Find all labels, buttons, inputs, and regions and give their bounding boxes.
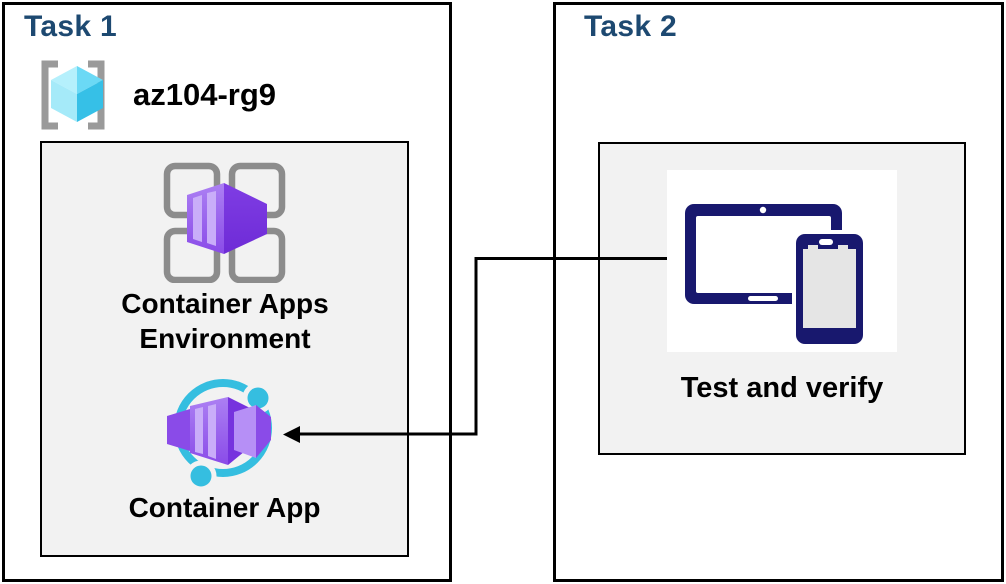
tablet-phone-icon	[685, 204, 867, 348]
test-and-verify-label: Test and verify	[680, 372, 884, 404]
container-app-label: Container App	[128, 492, 321, 523]
container-apps-environment-icon	[163, 162, 286, 283]
task1-title: Task 1	[24, 10, 117, 43]
task2-title: Task 2	[584, 10, 677, 43]
resource-group-icon	[41, 60, 105, 130]
container-app-icon	[167, 379, 274, 492]
container-apps-environment-label: Container Apps Environment	[121, 288, 329, 354]
resource-group-name: az104-rg9	[133, 77, 277, 112]
